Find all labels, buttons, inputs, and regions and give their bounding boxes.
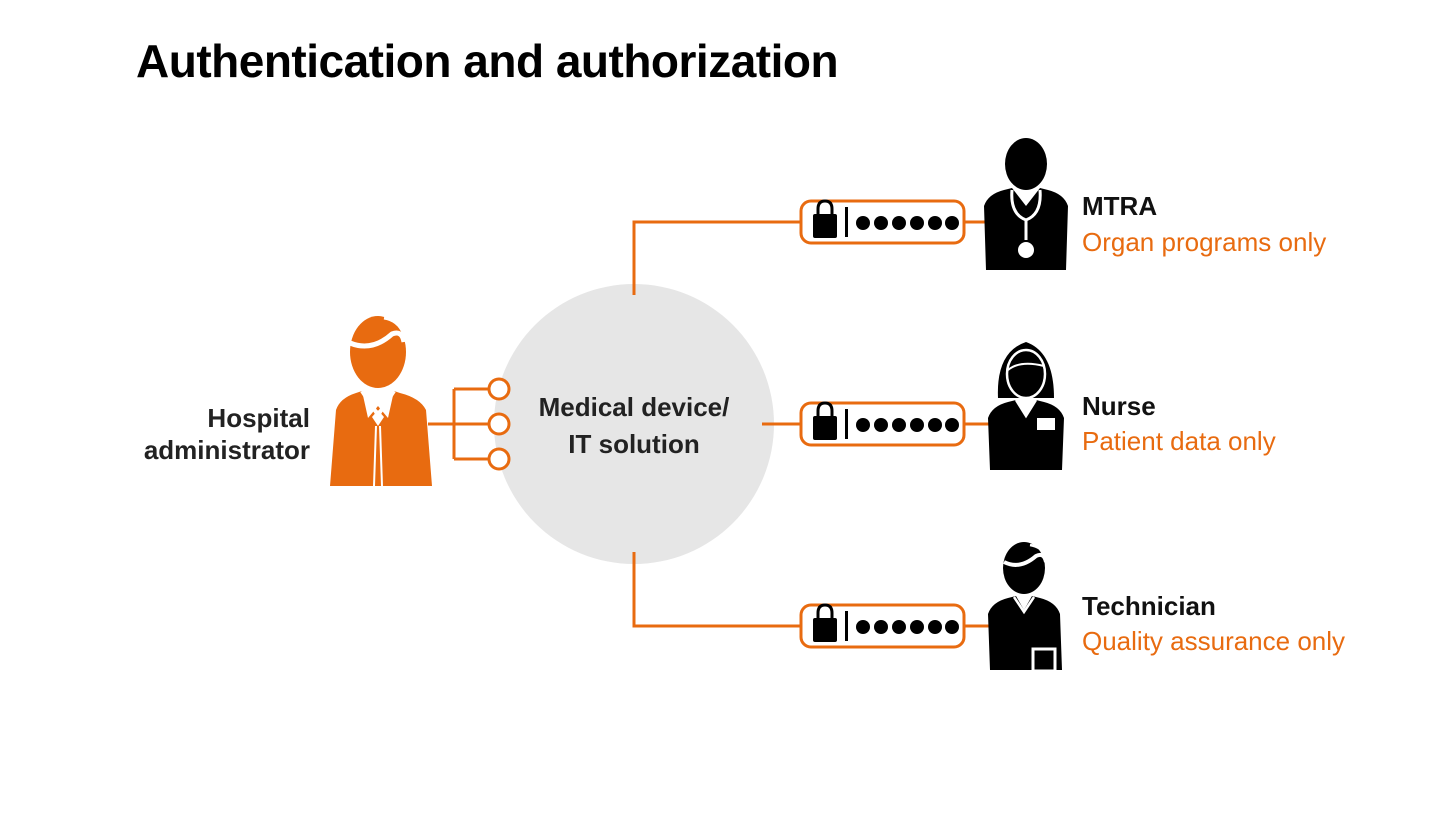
password-box-mtra: [799, 199, 966, 245]
connector-bottom: [632, 552, 802, 628]
password-dots: [856, 418, 959, 432]
nurse-icon: [988, 342, 1064, 470]
administrator-icon: [330, 316, 432, 487]
name-badge: [1037, 418, 1055, 430]
tool-pocket: [1031, 647, 1057, 673]
lock-icon: [813, 199, 837, 238]
role-name-mtra: MTRA: [1082, 191, 1157, 221]
password-separator: [845, 611, 848, 641]
center-label-line2: IT solution: [568, 429, 699, 459]
admin-connector: [428, 377, 511, 471]
password-dots: [856, 620, 959, 634]
password-box-nurse: [799, 401, 966, 447]
doctor-stethoscope-icon: [984, 138, 1068, 270]
role-access-nurse: Patient data only: [1082, 426, 1276, 456]
connector-lines: [632, 220, 990, 628]
role-name-technician: Technician: [1082, 591, 1216, 621]
connector-top: [632, 220, 802, 295]
lock-icon: [813, 401, 837, 440]
slide-title: Authentication and authorization: [136, 35, 839, 87]
admin-label-line2: administrator: [144, 435, 310, 465]
central-system-circle: [494, 284, 774, 564]
technician-icon: [988, 542, 1062, 673]
admin-label-line1: Hospital: [207, 403, 310, 433]
admin-node-3: [487, 447, 511, 471]
password-box-technician: [799, 603, 966, 649]
role-access-mtra: Organ programs only: [1082, 227, 1326, 257]
role-access-technician: Quality assurance only: [1082, 626, 1345, 656]
role-name-nurse: Nurse: [1082, 391, 1156, 421]
center-label-line1: Medical device/: [539, 392, 730, 422]
password-dots: [856, 216, 959, 230]
password-separator: [845, 409, 848, 439]
password-separator: [845, 207, 848, 237]
lock-icon: [813, 603, 837, 642]
admin-node-1: [487, 377, 511, 401]
admin-node-2: [487, 412, 511, 436]
